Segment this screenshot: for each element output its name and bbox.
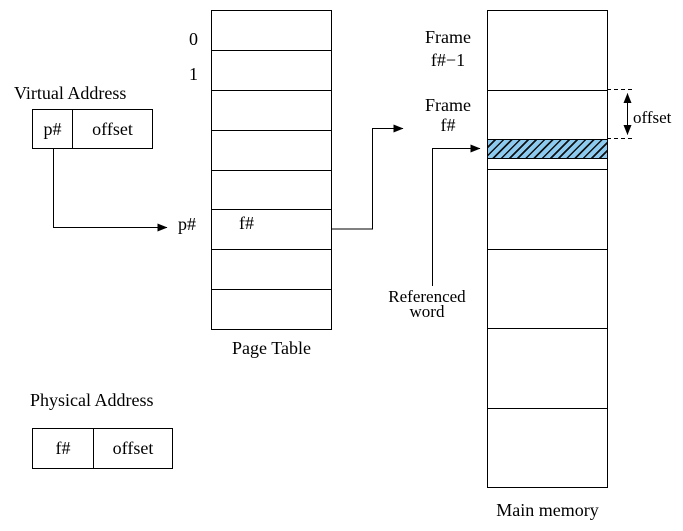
page-table-entry-value: f#	[239, 213, 254, 233]
page-table-row	[212, 169, 331, 210]
page-table-index-0: 0	[189, 29, 198, 49]
memory-frame	[488, 11, 607, 90]
referenced-word-label-line2: word	[409, 302, 445, 321]
page-table	[211, 10, 332, 330]
frame-target-label-line1: Frame	[425, 95, 471, 115]
frame-prev-label-line2: f#−1	[430, 50, 466, 70]
page-table-row	[212, 11, 331, 50]
page-table-row	[212, 289, 331, 329]
frame-prev-label: Frame f#−1	[412, 26, 484, 72]
referenced-word-label: Referenced word	[378, 287, 476, 321]
frame-target-label: Frame f#	[412, 95, 484, 135]
page-table-lookup-index-label: p#	[178, 214, 196, 234]
referenced-word-cell	[488, 139, 607, 159]
page-table-row	[212, 249, 331, 289]
main-memory	[487, 10, 608, 488]
memory-frame	[488, 407, 607, 488]
virtual-address-page-field: p#	[43, 118, 62, 139]
page-table-entry-to-frame-arrow	[332, 124, 404, 230]
virtual-page-to-page-table-arrow	[53, 149, 168, 232]
virtual-address-box: p# offset	[32, 109, 153, 149]
memory-frame	[488, 248, 607, 329]
virtual-address-offset-field: offset	[72, 110, 152, 148]
referenced-word-arrow	[432, 144, 481, 286]
page-table-lookup-row	[212, 209, 331, 249]
frame-target-label-line2: f#	[440, 115, 456, 135]
page-table-row	[212, 49, 331, 90]
main-memory-caption: Main memory	[496, 500, 599, 520]
page-table-index-1: 1	[189, 64, 198, 84]
virtual-address-title: Virtual Address	[14, 83, 127, 103]
physical-address-title: Physical Address	[30, 390, 154, 410]
page-table-caption: Page Table	[232, 338, 311, 358]
offset-extent-label: offset	[633, 108, 672, 127]
page-table-row	[212, 129, 331, 170]
physical-address-frame-field: f#	[55, 438, 71, 458]
physical-address-offset-field: offset	[93, 429, 172, 468]
memory-frame-target	[488, 89, 607, 170]
referenced-word-label-line1: Referenced	[388, 287, 466, 306]
frame-prev-label-line1: Frame	[425, 27, 471, 47]
page-table-row	[212, 89, 331, 130]
physical-address-box: f# offset	[32, 428, 173, 469]
memory-frame	[488, 328, 607, 408]
memory-frame	[488, 169, 607, 249]
